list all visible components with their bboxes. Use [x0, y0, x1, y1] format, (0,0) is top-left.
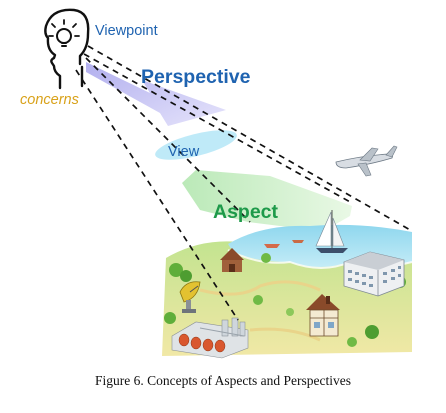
factory-icon [171, 317, 249, 359]
sailboat-icon [315, 210, 348, 253]
concerns-label: concerns [20, 92, 79, 108]
view-ellipse [155, 130, 237, 160]
sight-line-upper-middle [83, 53, 353, 204]
aspect-arrow [182, 170, 352, 228]
barn-icon [220, 248, 244, 272]
figure-caption: Figure 6. Concepts of Aspects and Perspe… [94, 373, 352, 388]
sight-line-top [87, 45, 413, 232]
aspect-label: Aspect [213, 201, 279, 223]
satellite-dish-icon [179, 281, 201, 313]
sight-line-bottom [75, 69, 239, 321]
small-boats [264, 240, 304, 248]
sight-line-lower-middle [85, 57, 251, 223]
viewpoint-label: Viewpoint [95, 23, 158, 39]
view-label: View [168, 144, 200, 160]
sight-lines [75, 45, 413, 321]
house-icon [306, 294, 340, 337]
airplane-icon [335, 145, 398, 177]
office-building-icon [343, 251, 405, 297]
perspective-label: Perspective [141, 66, 251, 88]
head-with-lightbulb-icon [44, 8, 90, 90]
